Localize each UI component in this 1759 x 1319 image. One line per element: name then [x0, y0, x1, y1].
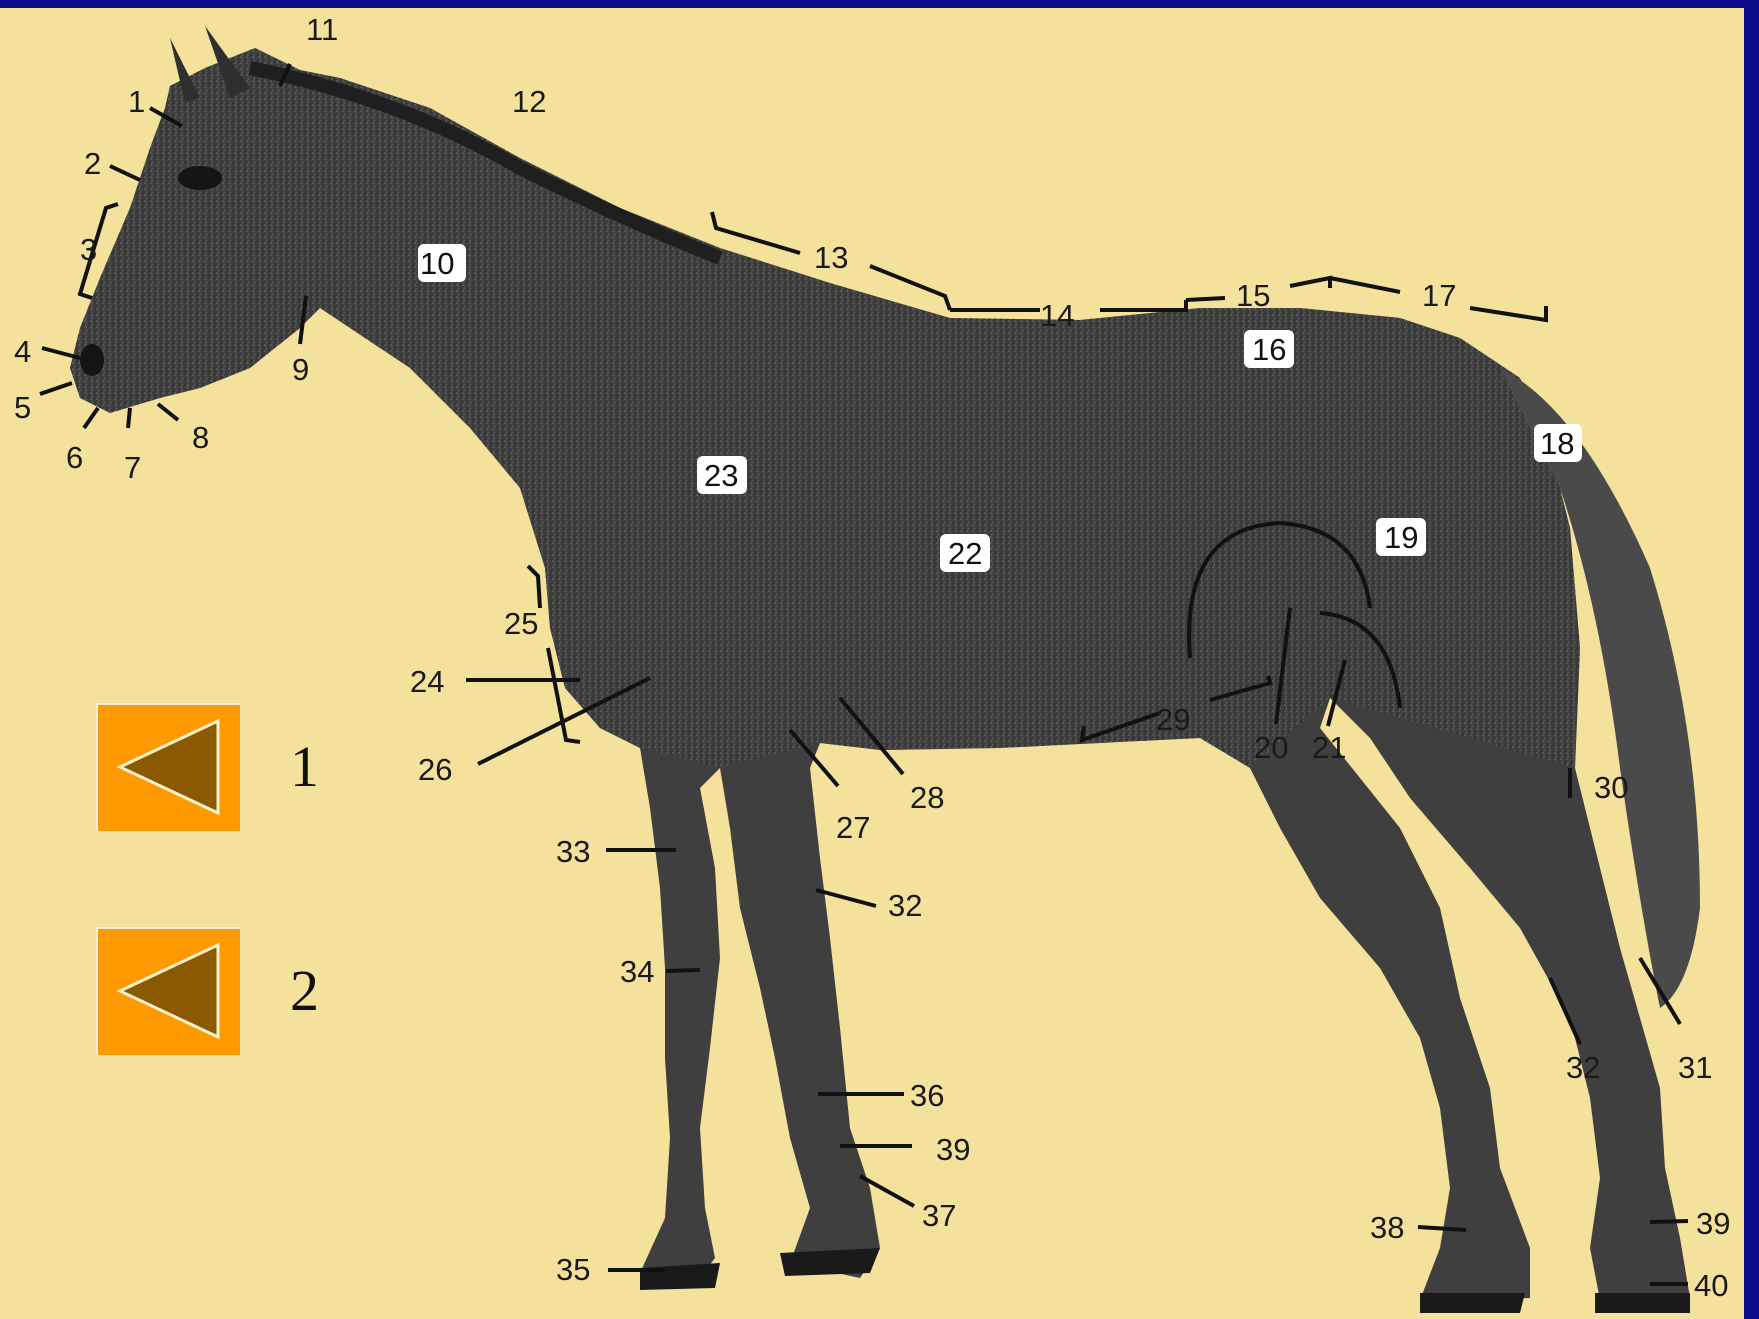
label-36: 36	[910, 1078, 944, 1113]
label-20: 20	[1254, 730, 1288, 765]
nav-number-1: 1	[290, 733, 319, 800]
horse-diagram: 1 2 3 4 5 6 7 8 9 10 11 12 13 14 15 16 1…	[0, 8, 1744, 1319]
label-35: 35	[556, 1252, 590, 1287]
label-22: 22	[948, 536, 982, 571]
label-27: 27	[836, 810, 870, 845]
nav-number-2: 2	[290, 957, 319, 1024]
label-12: 12	[512, 84, 546, 119]
horse-nostril	[80, 344, 104, 376]
slide-canvas: 1 2 3 4 5 6 7 8 9 10 11 12 13 14 15 16 1…	[0, 8, 1744, 1319]
label-16: 16	[1252, 332, 1286, 367]
label-34: 34	[620, 954, 654, 989]
label-8: 8	[192, 420, 209, 455]
label-31: 31	[1678, 1050, 1712, 1085]
label-7: 7	[124, 450, 141, 485]
label-10: 10	[420, 246, 454, 281]
label-19: 19	[1384, 520, 1418, 555]
label-15: 15	[1236, 278, 1270, 313]
label-30: 30	[1594, 770, 1628, 805]
label-13: 13	[814, 240, 848, 275]
nav-button-1[interactable]	[96, 703, 240, 831]
label-24: 24	[410, 664, 444, 699]
label-9: 9	[292, 352, 309, 387]
label-29: 29	[1156, 702, 1190, 737]
hoof	[1595, 1293, 1690, 1313]
label-2: 2	[84, 146, 101, 181]
label-38: 38	[1370, 1210, 1404, 1245]
label-32: 32	[888, 888, 922, 923]
label-39-hind: 39	[1696, 1206, 1730, 1241]
horse-silhouette	[70, 26, 1700, 1313]
label-4: 4	[14, 334, 31, 369]
label-23: 23	[704, 458, 738, 493]
label-1: 1	[128, 84, 145, 119]
label-21: 21	[1312, 730, 1346, 765]
label-3: 3	[80, 232, 97, 267]
label-11: 11	[306, 12, 338, 47]
horse-eye	[178, 166, 222, 190]
hoof	[1420, 1293, 1525, 1313]
label-5: 5	[14, 390, 31, 425]
triangle-left-icon	[98, 705, 242, 833]
label-33: 33	[556, 834, 590, 869]
label-18: 18	[1540, 426, 1574, 461]
label-32-hind: 32	[1566, 1050, 1600, 1085]
horse-texture	[70, 48, 1580, 768]
label-6: 6	[66, 440, 83, 475]
triangle-left-icon	[98, 929, 242, 1057]
label-14: 14	[1040, 298, 1074, 333]
label-37: 37	[922, 1198, 956, 1233]
label-25: 25	[504, 606, 538, 641]
label-28: 28	[910, 780, 944, 815]
label-40: 40	[1694, 1268, 1728, 1303]
nav-button-2[interactable]	[96, 927, 240, 1055]
label-39: 39	[936, 1132, 970, 1167]
label-26: 26	[418, 752, 452, 787]
label-17: 17	[1422, 278, 1456, 313]
